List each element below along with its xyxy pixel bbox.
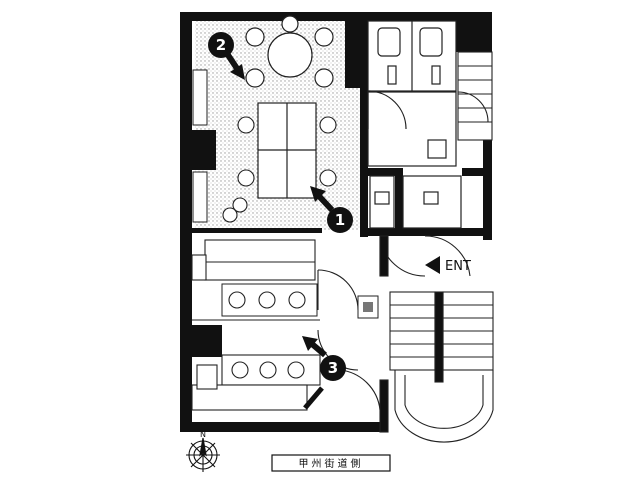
marker-3-label: 3	[328, 359, 338, 377]
compass-north-label: N	[200, 430, 206, 439]
main-stair	[379, 235, 494, 443]
lower-dining	[191, 319, 321, 411]
compass-icon	[186, 437, 220, 472]
left-bench-2	[192, 171, 208, 223]
photo-marker-2: 2	[208, 32, 245, 80]
left-bench	[192, 69, 208, 126]
utility-box-inner	[363, 302, 373, 312]
central-table-chairs	[222, 116, 337, 223]
marker-2-label: 2	[216, 36, 226, 54]
marker-1-label: 1	[335, 211, 345, 229]
outer-walls	[180, 12, 492, 432]
counter-bench	[221, 283, 318, 317]
entrance-indicator: ENT	[425, 256, 471, 274]
central-table	[257, 102, 317, 199]
interior-doors	[317, 269, 381, 411]
exterior-side-stair	[457, 51, 493, 141]
street-label: 甲州街道側	[299, 457, 364, 470]
kitchen-units	[369, 175, 462, 229]
street-label-box: 甲州街道側	[271, 454, 391, 472]
counter-stools	[228, 291, 306, 309]
photo-marker-3: 3	[302, 336, 346, 410]
counter-area	[191, 239, 316, 281]
photo-marker-1: 1	[310, 186, 353, 233]
restrooms	[367, 20, 457, 167]
round-table-group	[245, 15, 334, 88]
entrance-label: ENT	[445, 259, 471, 274]
